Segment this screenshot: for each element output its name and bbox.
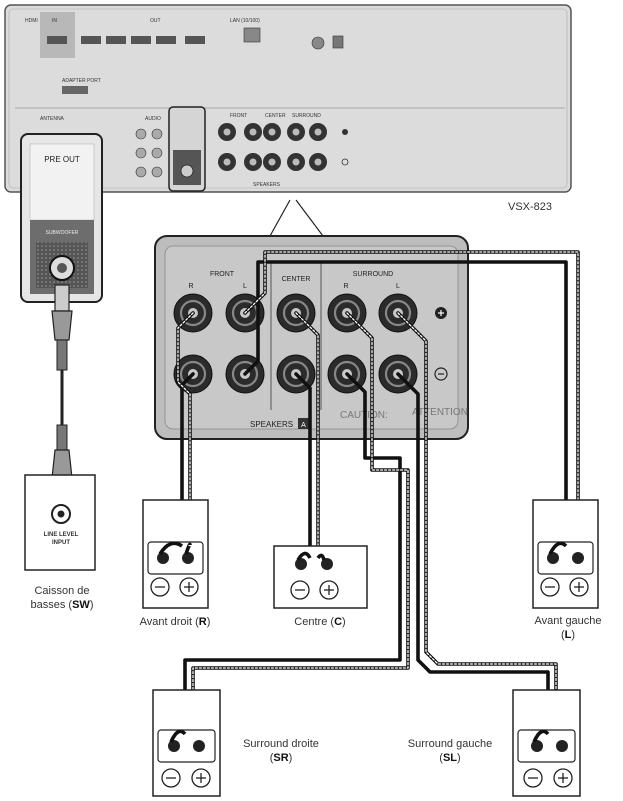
caption-subwoofer-text: Caisson de basses: [30, 585, 90, 611]
caption-center-abbr: C: [334, 616, 343, 628]
caption-surround-right-abbr: SR: [273, 752, 289, 764]
optical-port: [332, 35, 344, 49]
speaker-box-surround-right: [152, 689, 221, 797]
caption-surround-left-abbr: SL: [442, 752, 458, 764]
zoom-connector-left: [269, 199, 291, 237]
caption-subwoofer: Caisson de basses (SW): [30, 585, 94, 611]
panel-label-lan: LAN (10/100): [230, 18, 260, 24]
negative-icon: [434, 367, 448, 381]
pre-out-label: PRE OUT: [44, 155, 80, 164]
subwoofer-cable: [51, 284, 73, 499]
speaker-box-front-right: [142, 499, 209, 609]
surround-r-label: R: [343, 283, 348, 290]
hdmi-ports: [47, 36, 205, 44]
surround-l-label: L: [396, 283, 400, 290]
panel-label-speakers: SPEAKERS: [253, 182, 281, 188]
subwoofer-label: SUBWOOFER: [46, 230, 79, 236]
coaxial-port: [311, 36, 325, 50]
adapter-port: [62, 86, 88, 94]
surround-label: SURROUND: [353, 271, 393, 278]
pre-out-callout: PRE OUT SUBWOOFER: [20, 133, 103, 303]
caption-center: Centre (C): [294, 616, 346, 628]
rca-jacks: [135, 128, 163, 178]
caption-front-right: Avant droit (R): [139, 616, 211, 628]
model-label: VSX-823: [508, 201, 553, 213]
subwoofer-box: LINE LEVEL INPUT: [24, 474, 96, 571]
panel-label-hdmi: HDMI: [25, 18, 38, 24]
front-l-label: L: [243, 283, 247, 290]
caption-front-left: Avant gauche(L): [534, 615, 602, 641]
panel-label-antenna: ANTENNA: [40, 116, 65, 122]
panel-label-front: FRONT: [230, 113, 247, 119]
caption-front-left-text: Avant gauche: [534, 615, 602, 627]
caption-front-right-text: Avant droit: [139, 616, 193, 628]
caption-center-text: Centre: [294, 616, 328, 628]
panel-label-surround: SURROUND: [292, 113, 321, 119]
receiver-rear-panel: HDMI IN OUT LAN (10/100) ADAPTER PORT AN…: [4, 4, 572, 193]
front-label: FRONT: [210, 271, 235, 278]
speakers-a-badge: A: [301, 422, 306, 429]
panel-label-audio: AUDIO: [145, 116, 161, 122]
speaker-wires: [176, 250, 580, 732]
caption-surround-left: Surround gauche(SL): [407, 738, 493, 764]
input-label: INPUT: [52, 540, 70, 546]
speaker-box-center: [273, 545, 368, 609]
panel-label-out: OUT: [150, 18, 161, 24]
speaker-terminal-zoom-panel: FRONT CENTER SURROUND R L R L SPEAKERS A…: [154, 235, 469, 440]
attention-label: ATTENTION: [412, 407, 468, 418]
caption-front-left-abbr: L: [564, 629, 572, 641]
caption-subwoofer-abbr: SW: [72, 599, 90, 611]
speakers-a-badge-bg: [298, 418, 309, 429]
panel-label-center: CENTER: [265, 113, 286, 119]
zoom-connector-right: [295, 199, 324, 237]
speaker-box-surround-left: [512, 689, 581, 797]
panel-label-adapter: ADAPTER PORT: [62, 78, 101, 84]
caption-surround-left-text: Surround gauche: [407, 738, 493, 750]
speakers-label: SPEAKERS: [250, 420, 293, 429]
front-r-label: R: [188, 283, 193, 290]
caption-surround-right: Surround droite(SR): [243, 738, 319, 764]
caption-front-right-abbr: R: [198, 616, 207, 628]
center-label: CENTER: [282, 276, 311, 283]
caption-surround-right-text: Surround droite: [243, 738, 319, 750]
speaker-box-front-left: [532, 499, 599, 609]
lan-port: [243, 27, 261, 43]
panel-label-in: IN: [52, 18, 57, 24]
line-level-label: LINE LEVEL: [44, 532, 79, 538]
